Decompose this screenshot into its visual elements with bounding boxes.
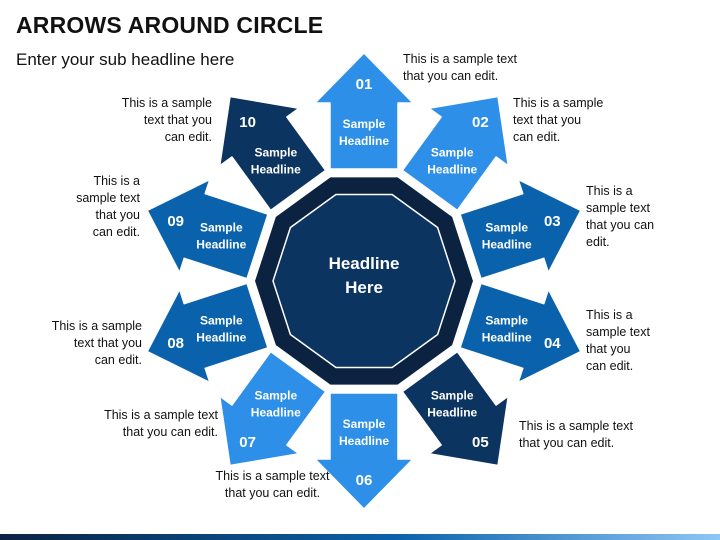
- description-09: This is a sample text that you can edit.: [30, 173, 140, 241]
- description-line: This is a sample: [121, 96, 212, 110]
- description-line: that you can edit.: [122, 425, 218, 439]
- description-line: sample text: [586, 201, 650, 215]
- description-06: This is a sample text that you can edit.: [200, 468, 345, 502]
- arrow-shape-03: [459, 178, 582, 280]
- arrow-headline-line1-06: Sample: [343, 417, 386, 431]
- arrows-group: SampleHeadline01SampleHeadline02SampleHe…: [146, 52, 582, 510]
- description-line: can edit.: [513, 130, 561, 144]
- footer-gradient-bar: [0, 534, 720, 540]
- arrow-headline-line1-01: Sample: [343, 117, 386, 131]
- arrow-number-03: 03: [544, 213, 561, 230]
- arrow-headline-line1-03: Sample: [485, 221, 528, 235]
- arrow-headline-line1-05: Sample: [431, 388, 474, 402]
- arrow-headline-line2-04: Headline: [482, 330, 532, 344]
- description-line: text that you: [513, 113, 582, 127]
- arrow-headline-line2-10: Headline: [251, 163, 301, 177]
- description-line: This is a sample text: [215, 469, 330, 483]
- description-line: can edit.: [94, 353, 142, 367]
- description-01: This is a sample text that you can edit.: [403, 51, 543, 85]
- description-line: sample text: [76, 191, 140, 205]
- description-line: can edit.: [586, 359, 634, 373]
- arrow-headline-line2-05: Headline: [427, 405, 477, 419]
- arrow-shape-08: [146, 282, 269, 384]
- arrow-shape-04: [459, 282, 582, 384]
- description-line: that you: [586, 342, 631, 356]
- arrow-shape-02: [401, 95, 510, 212]
- arrow-shape-01: [314, 52, 414, 170]
- center-headline-line2: Here: [345, 278, 383, 297]
- arrow-headline-line2-09: Headline: [196, 238, 246, 252]
- arrow-headline-line1-09: Sample: [200, 221, 243, 235]
- description-line: that you can edit.: [519, 436, 615, 450]
- description-line: text that you: [143, 113, 212, 127]
- arrow-headline-line1-02: Sample: [431, 146, 474, 160]
- arrow-number-08: 08: [167, 335, 184, 352]
- arrow-shape-07: [218, 350, 327, 467]
- description-line: This is a sample text: [519, 419, 633, 433]
- arrow-number-05: 05: [472, 434, 489, 451]
- center-headline-line1: Headline: [329, 254, 400, 273]
- arrow-number-10: 10: [239, 114, 256, 131]
- description-line: that you can edit.: [403, 69, 499, 83]
- arrow-headline-line2-01: Headline: [339, 134, 389, 148]
- arrow-shape-05: [401, 350, 510, 467]
- arrow-headline-line2-03: Headline: [482, 238, 532, 252]
- description-line: sample text: [586, 325, 650, 339]
- arrow-number-06: 06: [356, 472, 373, 489]
- arrow-headline-line2-07: Headline: [251, 405, 301, 419]
- description-line: This is a: [586, 184, 633, 198]
- description-08: This is a sample text that you can edit.: [22, 318, 142, 369]
- description-line: This is a: [586, 308, 633, 322]
- description-10: This is a sample text that you can edit.: [92, 95, 212, 146]
- description-line: can edit.: [164, 130, 212, 144]
- arrow-shape-09: [146, 178, 269, 280]
- description-line: This is a sample text: [104, 408, 218, 422]
- center-decagon-inner: [272, 193, 456, 369]
- arrow-headline-line1-04: Sample: [485, 313, 528, 327]
- arrow-number-02: 02: [472, 114, 489, 131]
- description-line: text that you: [73, 336, 142, 350]
- center-decagon: Headline Here: [252, 175, 476, 387]
- description-05: This is a sample text that you can edit.: [519, 418, 659, 452]
- arrow-headline-line1-08: Sample: [200, 313, 243, 327]
- arrow-number-04: 04: [544, 335, 561, 352]
- description-line: that you: [95, 208, 140, 222]
- page-subtitle: Enter your sub headline here: [16, 50, 235, 69]
- arrow-shape-10: [218, 95, 327, 212]
- arrow-number-09: 09: [167, 213, 184, 230]
- arrow-headline-line2-02: Headline: [427, 163, 477, 177]
- description-03: This is a sample text that you can edit.: [586, 183, 696, 251]
- description-line: This is a sample text: [403, 52, 517, 66]
- description-04: This is a sample text that you can edit.: [586, 307, 696, 375]
- description-line: This is a sample: [513, 96, 604, 110]
- description-07: This is a sample text that you can edit.: [78, 407, 218, 441]
- arrow-headline-line1-07: Sample: [254, 388, 297, 402]
- arrow-number-07: 07: [239, 434, 256, 451]
- arrow-headline-line2-08: Headline: [196, 330, 246, 344]
- description-line: This is a sample: [51, 319, 142, 333]
- description-line: can edit.: [92, 225, 140, 239]
- description-02: This is a sample text that you can edit.: [513, 95, 633, 146]
- description-line: that you can edit.: [224, 486, 321, 500]
- arrow-number-01: 01: [356, 76, 373, 93]
- description-line: that you can: [586, 218, 655, 232]
- arrow-headline-line2-06: Headline: [339, 434, 389, 448]
- description-line: This is a: [93, 174, 140, 188]
- page-title: ARROWS AROUND CIRCLE: [16, 12, 324, 38]
- description-line: edit.: [586, 235, 610, 249]
- arrow-shape-06: [314, 392, 414, 510]
- arrow-headline-line1-10: Sample: [254, 146, 297, 160]
